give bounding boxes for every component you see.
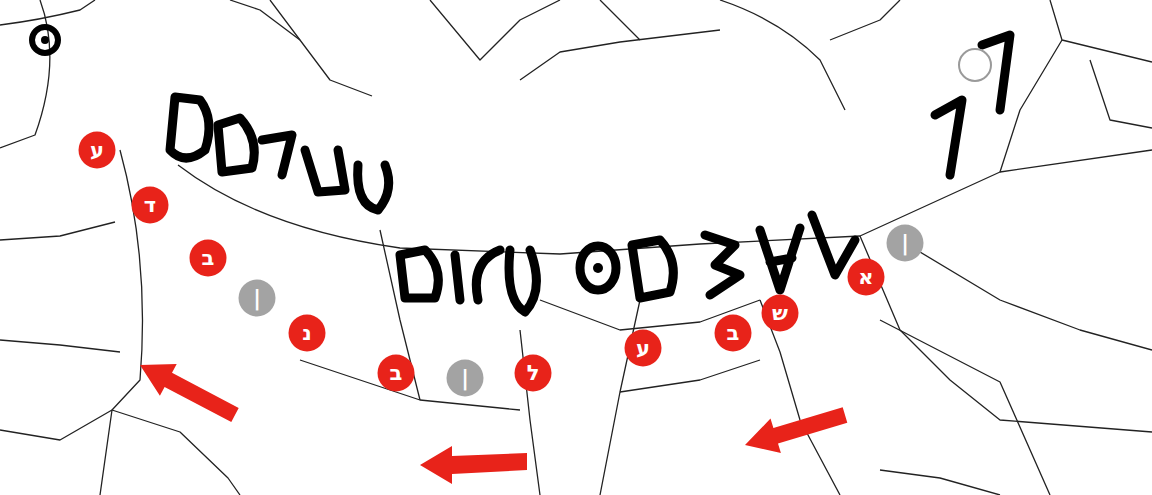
circle-fill	[132, 187, 169, 224]
circle-fill	[447, 360, 484, 397]
divider-circle: |	[238, 279, 276, 317]
direction-arrow	[420, 446, 527, 484]
inscription-glyphs	[32, 27, 1010, 312]
letter-circle: ע	[78, 131, 116, 169]
circle-fill	[762, 295, 799, 332]
circle-fill	[79, 132, 116, 169]
letter-circle: ל	[514, 354, 552, 392]
circle-fill	[239, 280, 276, 317]
circle-letter: ב	[202, 248, 215, 269]
faint-glyph	[959, 49, 991, 81]
circle-fill	[190, 240, 227, 277]
letter-circle: ב	[714, 314, 752, 352]
circle-fill	[515, 355, 552, 392]
circle-letter: |	[253, 288, 261, 309]
letter-circle: א	[847, 258, 885, 296]
circle-fill	[887, 225, 924, 262]
circle-letter: ע	[636, 338, 650, 359]
circle-letter: |	[901, 233, 909, 254]
letter-circle: ב	[377, 354, 415, 392]
circle-fill	[625, 330, 662, 367]
glyph-dot	[41, 36, 49, 44]
direction-arrows	[140, 364, 847, 484]
letter-circle: ע	[624, 329, 662, 367]
circle-fill	[378, 355, 415, 392]
circle-letter: ב	[390, 363, 403, 384]
circle-letter: ב	[727, 323, 740, 344]
circle-letter: ע	[90, 140, 104, 161]
circle-letter: ד	[144, 195, 156, 216]
circle-fill	[848, 259, 885, 296]
circle-fill	[715, 315, 752, 352]
divider-circle: |	[886, 224, 924, 262]
circle-letter: ל	[527, 363, 540, 384]
glyph-dot	[593, 263, 603, 273]
letter-circle: ב	[189, 239, 227, 277]
letter-circle: ש	[761, 294, 799, 332]
letter-circle: נ	[288, 314, 326, 352]
circle-letter: ש	[772, 303, 788, 324]
letter-circle: ד	[131, 186, 169, 224]
circle-letter: נ	[302, 323, 312, 344]
circle-letter: |	[461, 368, 469, 389]
circle-fill	[289, 315, 326, 352]
divider-circle: |	[446, 359, 484, 397]
direction-arrow	[745, 407, 847, 453]
circle-letter: א	[858, 267, 873, 288]
direction-arrow	[140, 364, 239, 422]
